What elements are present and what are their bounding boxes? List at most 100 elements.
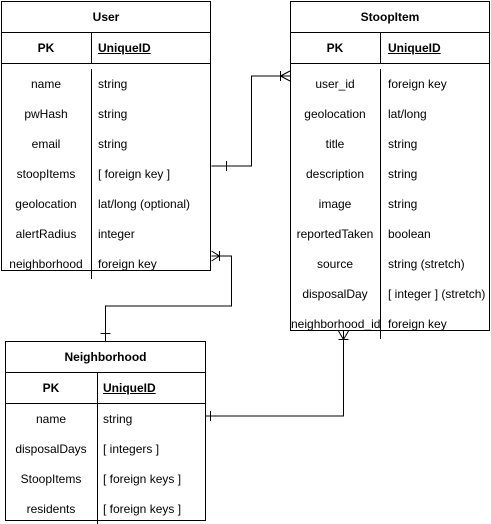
pk-label: PK bbox=[326, 41, 344, 55]
primary-key-row: PK UniqueID bbox=[291, 33, 489, 64]
pk-label: PK bbox=[42, 381, 60, 395]
field-list: user_id foreign key geolocation lat/long… bbox=[291, 69, 489, 339]
field-row: geolocation lat/long (optional) bbox=[2, 189, 210, 219]
stoopitem-neighborhood-connector[interactable] bbox=[206, 330, 349, 421]
pk-field: UniqueID bbox=[98, 41, 151, 55]
field-row: user_id foreign key bbox=[291, 69, 489, 99]
field-row: alertRadius integer bbox=[2, 219, 210, 249]
stoopitem-entity[interactable]: StoopItem PK UniqueID user_id foreign ke… bbox=[290, 1, 490, 339]
entity-title: User bbox=[2, 2, 210, 33]
field-type: string bbox=[98, 77, 128, 91]
column-divider bbox=[91, 249, 92, 279]
field-name: neighborhood bbox=[9, 257, 83, 271]
field-row: image string bbox=[291, 189, 489, 219]
user-entity[interactable]: User PK UniqueID name string pwHash stri… bbox=[1, 1, 211, 279]
column-divider bbox=[91, 99, 92, 129]
field-type: boolean bbox=[388, 227, 431, 241]
field-type: [ integer ] (stretch) bbox=[388, 287, 486, 301]
field-row: reportedTaken boolean bbox=[291, 219, 489, 249]
field-type: [ foreign keys ] bbox=[103, 472, 182, 486]
column-divider bbox=[97, 404, 98, 434]
field-type: foreign key bbox=[388, 77, 447, 91]
field-name: pwHash bbox=[24, 107, 68, 121]
user-neighborhood-connector[interactable] bbox=[100, 250, 232, 341]
column-divider bbox=[380, 249, 381, 279]
field-type: [ foreign keys ] bbox=[103, 502, 182, 516]
field-type: string bbox=[388, 167, 418, 181]
column-divider bbox=[97, 494, 98, 524]
column-divider bbox=[91, 129, 92, 159]
field-type: string bbox=[103, 412, 133, 426]
column-divider bbox=[380, 219, 381, 249]
column-divider bbox=[380, 99, 381, 129]
field-list: name string disposalDays [ integers ] St… bbox=[6, 404, 205, 524]
field-list: name string pwHash string email string s… bbox=[2, 69, 210, 279]
column-divider bbox=[91, 219, 92, 249]
column-divider bbox=[380, 279, 381, 309]
field-row: disposalDay [ integer ] (stretch) bbox=[291, 279, 489, 309]
column-divider bbox=[91, 69, 92, 99]
field-name: alertRadius bbox=[15, 227, 77, 241]
column-divider bbox=[380, 159, 381, 189]
field-name: user_id bbox=[315, 77, 355, 91]
field-name: name bbox=[30, 77, 62, 91]
field-name: disposalDay bbox=[302, 287, 368, 301]
field-row: name string bbox=[2, 69, 210, 99]
pk-label: PK bbox=[37, 41, 55, 55]
field-row: StoopItems [ foreign keys ] bbox=[6, 464, 205, 494]
primary-key-row: PK UniqueID bbox=[6, 373, 205, 404]
field-type: lat/long (optional) bbox=[98, 197, 191, 211]
column-divider bbox=[97, 434, 98, 464]
field-name: image bbox=[318, 197, 352, 211]
entity-title: StoopItem bbox=[291, 2, 489, 33]
field-name: email bbox=[31, 137, 61, 151]
crows-foot-icon bbox=[211, 250, 220, 262]
field-type: integer bbox=[98, 227, 135, 241]
column-divider bbox=[97, 373, 98, 403]
field-type: [ foreign key ] bbox=[98, 167, 171, 181]
column-divider bbox=[380, 69, 381, 99]
user-stoopitem-connector[interactable] bbox=[211, 70, 291, 171]
field-row: description string bbox=[291, 159, 489, 189]
field-name: description bbox=[305, 167, 365, 181]
field-name: neighborhood_id bbox=[291, 317, 381, 331]
field-name: title bbox=[325, 137, 345, 151]
field-type: [ integers ] bbox=[103, 442, 160, 456]
field-name: reportedTaken bbox=[296, 227, 374, 241]
pk-field: UniqueID bbox=[388, 41, 441, 55]
field-row: email string bbox=[2, 129, 210, 159]
field-row: source string (stretch) bbox=[291, 249, 489, 279]
column-divider bbox=[380, 129, 381, 159]
field-type: lat/long bbox=[388, 107, 427, 121]
field-type: string bbox=[388, 137, 418, 151]
column-divider bbox=[91, 159, 92, 189]
field-type: string (stretch) bbox=[388, 257, 465, 271]
field-row: stoopItems [ foreign key ] bbox=[2, 159, 210, 189]
field-type: foreign key bbox=[388, 317, 447, 331]
column-divider bbox=[97, 464, 98, 494]
field-name: disposalDays bbox=[15, 442, 87, 456]
neighborhood-entity[interactable]: Neighborhood PK UniqueID name string dis… bbox=[5, 341, 206, 524]
field-name: geolocation bbox=[304, 107, 366, 121]
field-row: neighborhood foreign key bbox=[2, 249, 210, 279]
field-row: residents [ foreign keys ] bbox=[6, 494, 205, 524]
crows-foot-icon bbox=[280, 70, 291, 82]
field-row: disposalDays [ integers ] bbox=[6, 434, 205, 464]
field-name: name bbox=[35, 412, 67, 426]
column-divider bbox=[91, 189, 92, 219]
field-name: StoopItems bbox=[20, 472, 82, 486]
column-divider bbox=[91, 33, 92, 63]
primary-key-row: PK UniqueID bbox=[2, 33, 210, 64]
field-name: stoopItems bbox=[16, 167, 76, 181]
field-type: string bbox=[388, 197, 418, 211]
column-divider bbox=[380, 33, 381, 63]
column-divider bbox=[380, 309, 381, 339]
field-row: title string bbox=[291, 129, 489, 159]
crows-foot-icon bbox=[338, 330, 349, 340]
field-name: geolocation bbox=[15, 197, 77, 211]
field-name: residents bbox=[26, 502, 76, 516]
field-row: neighborhood_id foreign key bbox=[291, 309, 489, 339]
field-row: pwHash string bbox=[2, 99, 210, 129]
entity-title: Neighborhood bbox=[6, 342, 205, 373]
